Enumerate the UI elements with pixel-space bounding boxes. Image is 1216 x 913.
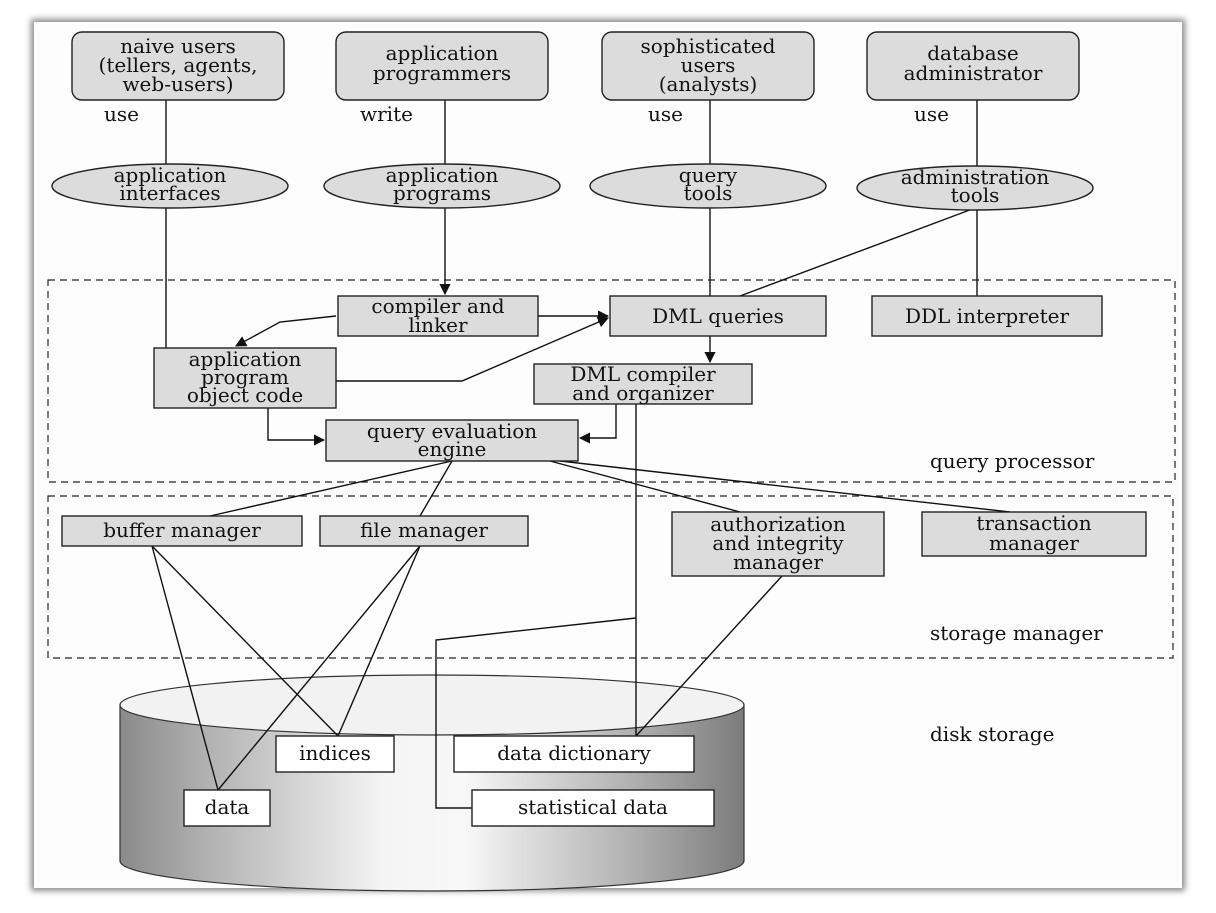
- dml-compiler-line1: DML compiler: [570, 362, 716, 386]
- dml-queries-label: DML queries: [652, 304, 784, 328]
- eval-engine-line2: engine: [418, 437, 487, 461]
- tool-admin-tools-line1: administration: [901, 165, 1050, 189]
- object-code-line2: program: [201, 365, 289, 389]
- auth-line3: manager: [733, 550, 823, 574]
- statistical-data-label: statistical data: [518, 795, 668, 819]
- query-processor-label: query processor: [930, 449, 1095, 473]
- user-naive-line3: web-users): [122, 72, 233, 96]
- tool-application-interfaces: application interfaces: [51, 163, 289, 209]
- compiler-line1: compiler and: [371, 294, 504, 318]
- storage-manager-label: storage manager: [930, 621, 1103, 645]
- storage-manager-region: [47, 495, 1174, 659]
- file-manager-label: file manager: [360, 518, 488, 542]
- connector-lines: [151, 100, 1011, 809]
- eval-engine-line1: query evaluation: [367, 419, 537, 443]
- tool-admin-tools-line2: tools: [951, 183, 1000, 207]
- user-naive-line1: naive users: [120, 34, 236, 58]
- user-sophisticated: sophisticated users (analysts): [601, 31, 815, 101]
- tool-query-tools-line1: query: [679, 163, 738, 187]
- tool-query-tools: query tools: [589, 163, 827, 209]
- object-code-line3: object code: [187, 383, 303, 407]
- dml-compiler-line2: and organizer: [572, 381, 714, 405]
- auth-line2: and integrity: [712, 531, 844, 555]
- user-dba-line2: administrator: [904, 61, 1043, 85]
- tool-app-interfaces-line1: application: [114, 163, 227, 187]
- user-dba-line1: database: [927, 41, 1019, 65]
- action-naive-use: use: [104, 102, 139, 126]
- auth-line1: authorization: [710, 512, 846, 536]
- user-programmers-line1: application: [386, 41, 499, 65]
- transaction-line2: manager: [989, 531, 1079, 555]
- box-statistical-data: statistical data: [471, 789, 715, 827]
- data-dictionary-label: data dictionary: [497, 741, 651, 765]
- user-dba: database administrator: [866, 31, 1080, 101]
- object-code-line1: application: [189, 347, 302, 371]
- box-transaction-manager: transaction manager: [921, 511, 1147, 557]
- box-object-code: application program object code: [153, 347, 337, 409]
- user-sophisticated-line2: users: [681, 53, 736, 77]
- user-programmers-line2: programmers: [373, 61, 511, 85]
- user-programmers: application programmers: [335, 31, 549, 101]
- user-naive: naive users (tellers, agents, web-users): [71, 31, 285, 101]
- box-data-dictionary: data dictionary: [453, 735, 695, 773]
- box-data: data: [183, 789, 271, 827]
- data-label: data: [205, 795, 250, 819]
- compiler-line2: linker: [408, 313, 468, 337]
- transaction-line1: transaction: [976, 511, 1091, 535]
- indices-label: indices: [299, 741, 371, 765]
- box-file-manager: file manager: [319, 515, 529, 547]
- disk-cylinder: [119, 674, 745, 892]
- action-programmers-write: write: [360, 102, 413, 126]
- box-dml-compiler: DML compiler and organizer: [533, 362, 753, 405]
- tool-application-programs: application programs: [323, 163, 561, 209]
- box-query-evaluation-engine: query evaluation engine: [325, 419, 579, 462]
- query-processor-region: [47, 279, 1176, 483]
- box-compiler-linker: compiler and linker: [337, 294, 539, 337]
- tool-app-programs-line1: application: [386, 163, 499, 187]
- action-sophisticated-use: use: [648, 102, 683, 126]
- user-naive-line2: (tellers, agents,: [99, 53, 258, 77]
- tool-app-programs-line2: programs: [393, 181, 491, 205]
- box-ddl-interpreter: DDL interpreter: [871, 295, 1103, 337]
- tool-administration-tools: administration tools: [856, 165, 1094, 211]
- tool-query-tools-line2: tools: [684, 181, 733, 205]
- user-sophisticated-line3: (analysts): [659, 72, 758, 96]
- tool-app-interfaces-line2: interfaces: [119, 181, 220, 205]
- user-sophisticated-line1: sophisticated: [641, 34, 776, 58]
- box-dml-queries: DML queries: [609, 295, 827, 337]
- buffer-manager-label: buffer manager: [103, 518, 261, 542]
- ddl-interpreter-label: DDL interpreter: [905, 304, 1069, 328]
- action-dba-use: use: [914, 102, 949, 126]
- box-indices: indices: [275, 735, 395, 773]
- box-authorization-manager: authorization and integrity manager: [671, 511, 885, 577]
- box-buffer-manager: buffer manager: [61, 515, 303, 547]
- disk-storage-label: disk storage: [930, 722, 1054, 746]
